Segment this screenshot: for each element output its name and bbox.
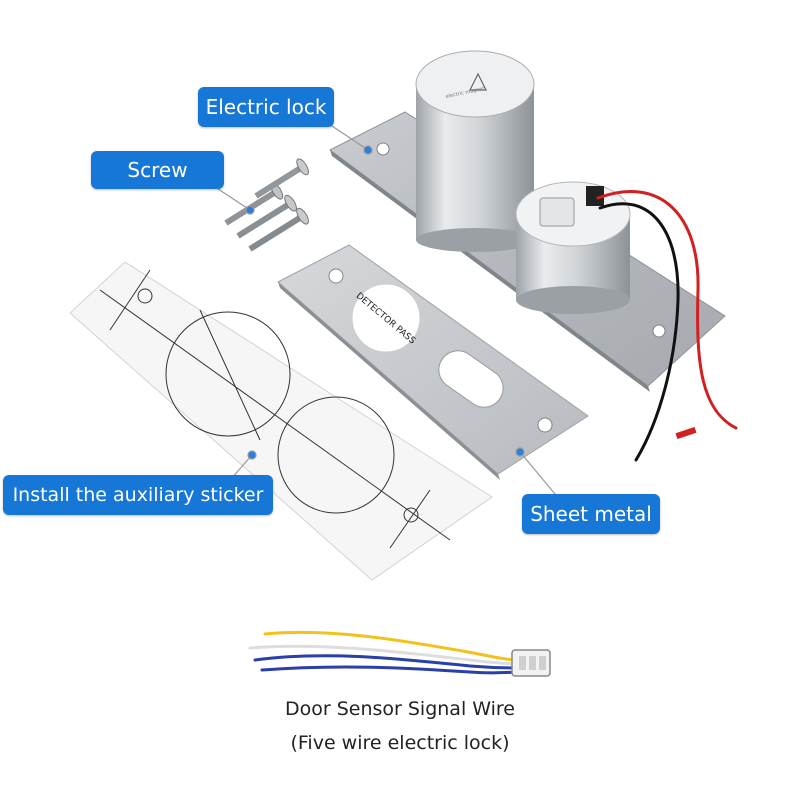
red-wire xyxy=(596,190,738,430)
metal-mount-hole xyxy=(328,268,344,284)
blue-wire-1 xyxy=(253,654,522,670)
lock-mount-hole xyxy=(652,324,666,338)
auxiliary-sticker xyxy=(69,261,493,581)
warning-triangle-icon xyxy=(469,72,487,91)
latch-slot xyxy=(438,350,504,408)
screws xyxy=(224,158,309,252)
caption-line-1: Door Sensor Signal Wire xyxy=(284,698,516,720)
blue-wire-2 xyxy=(260,665,522,675)
label-electric-lock: Electric lock xyxy=(198,87,334,127)
yellow-wire xyxy=(263,630,522,662)
metal-mount-hole xyxy=(537,417,553,433)
sensor-chip xyxy=(586,186,604,206)
lock-plate-edge xyxy=(330,150,650,392)
lock-cylinder-bottom xyxy=(416,228,534,252)
wire-tip xyxy=(675,427,697,439)
detector-pass-sticker xyxy=(351,283,421,353)
sensor-cylinder-bottom xyxy=(516,286,630,314)
strike-sheet-metal: DETECTOR PASS xyxy=(277,244,589,480)
door-sensor-signal-wire xyxy=(248,630,551,677)
lock-mount-hole xyxy=(376,142,390,156)
white-wire xyxy=(248,644,522,666)
label-screw: Screw xyxy=(91,151,224,189)
black-wire xyxy=(598,202,680,462)
label-auxiliary-sticker: Install the auxiliary sticker xyxy=(3,475,273,515)
electric-lock: electric magnet xyxy=(329,50,726,392)
lock-cylinder-top xyxy=(415,50,535,118)
caption-line-2: (Five wire electric lock) xyxy=(290,732,510,754)
label-sheet-metal: Sheet metal xyxy=(522,494,660,534)
lock-wires xyxy=(596,190,738,462)
sensor-terminal xyxy=(539,197,575,227)
